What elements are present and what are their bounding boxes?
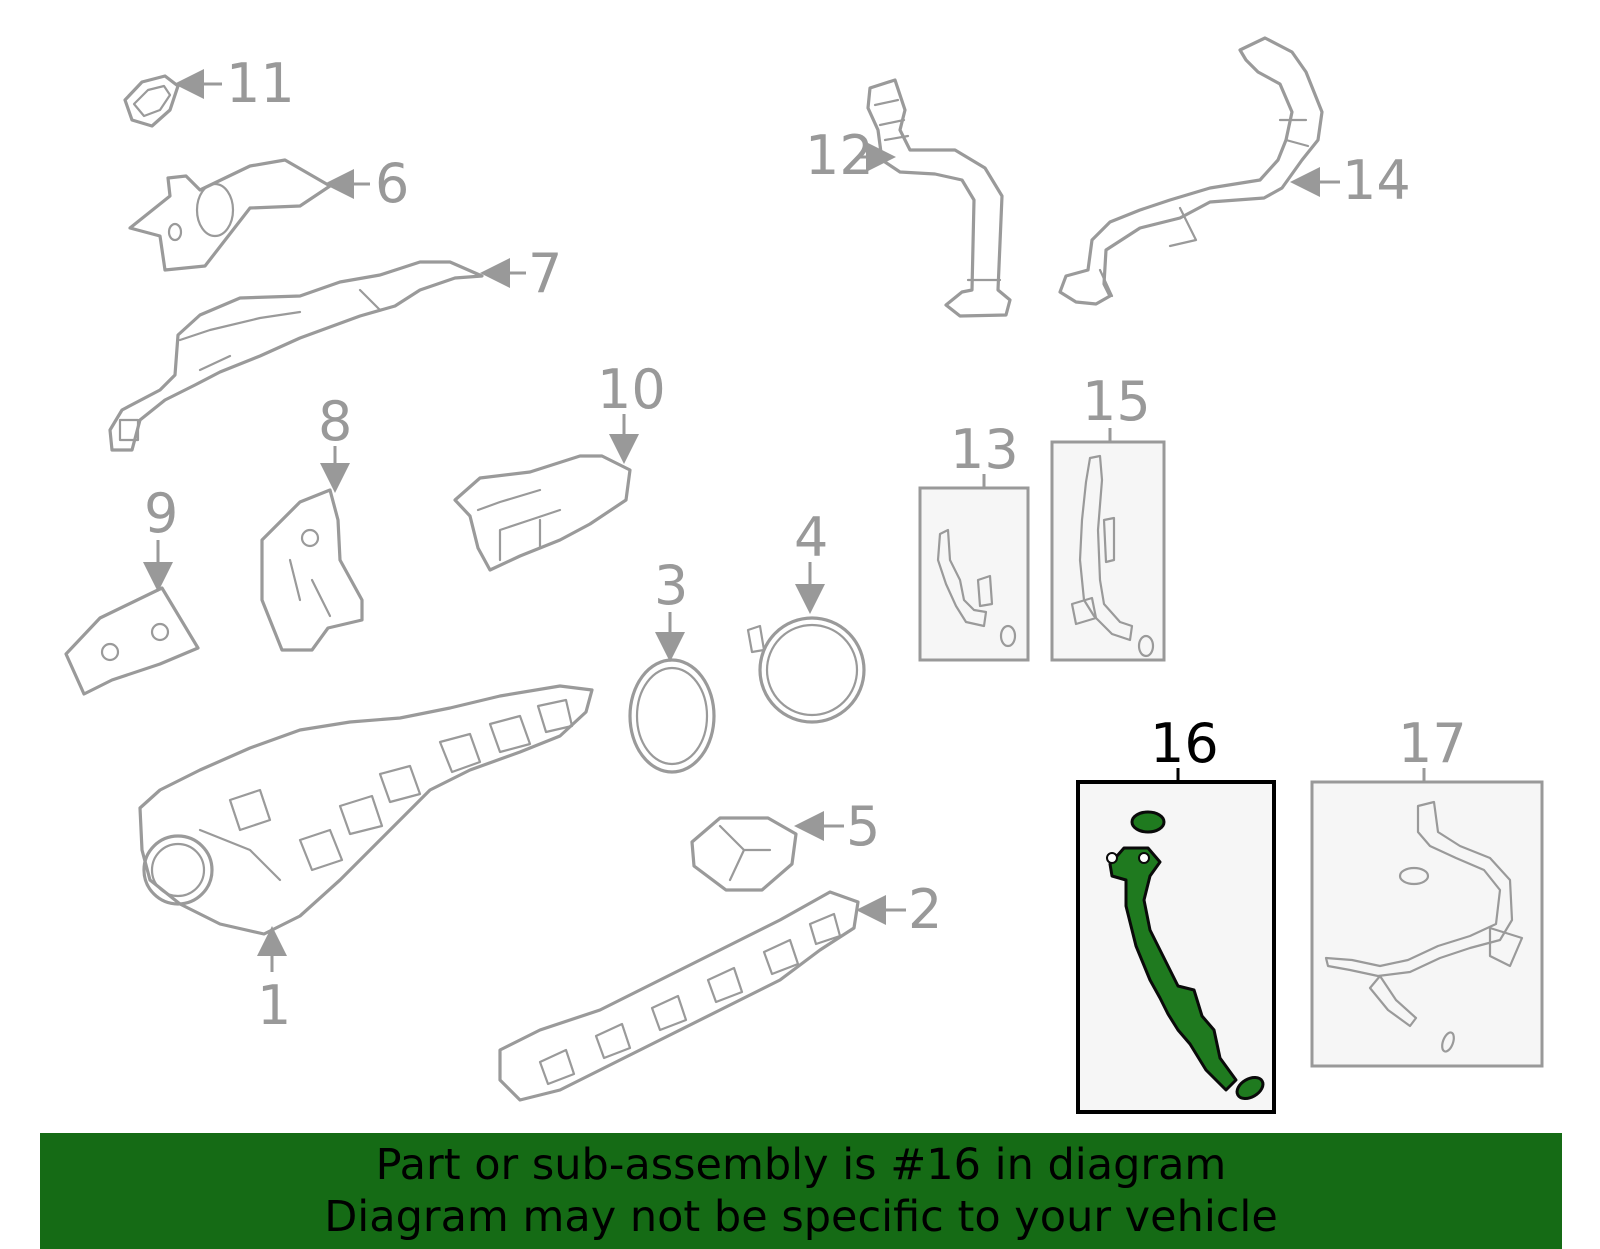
- banner-line-1: Part or sub-assembly is #16 in diagram: [375, 1140, 1227, 1190]
- part-16-oil-line[interactable]: [1108, 846, 1238, 1092]
- part-4-clamp[interactable]: [746, 616, 866, 724]
- callout-2[interactable]: 2: [908, 878, 942, 941]
- part-5-bracket[interactable]: [690, 816, 798, 892]
- part-10-heat-shield[interactable]: [453, 454, 632, 572]
- part-3-gasket[interactable]: [628, 658, 716, 774]
- banner-line-2: Diagram may not be specific to your vehi…: [324, 1192, 1278, 1242]
- callout-14[interactable]: 14: [1342, 149, 1411, 212]
- part-8-heat-shield[interactable]: [260, 488, 364, 652]
- part-2-manifold-gasket[interactable]: [498, 890, 860, 1102]
- callout-5[interactable]: 5: [846, 795, 880, 858]
- callout-12[interactable]: 12: [805, 124, 874, 187]
- callout-9[interactable]: 9: [144, 482, 178, 545]
- callout-11[interactable]: 11: [226, 52, 295, 115]
- callout-6[interactable]: 6: [375, 152, 409, 215]
- callout-3[interactable]: 3: [654, 554, 688, 617]
- callout-13[interactable]: 13: [950, 418, 1019, 481]
- part-1-turbo-manifold[interactable]: [138, 684, 594, 936]
- box-16-highlighted[interactable]: [1076, 780, 1276, 1114]
- callout-15[interactable]: 15: [1082, 370, 1151, 433]
- callout-16[interactable]: 16: [1150, 712, 1219, 775]
- part-6-heat-shield[interactable]: [128, 158, 332, 272]
- callout-7[interactable]: 7: [528, 242, 562, 305]
- part-12-hose[interactable]: [866, 78, 1012, 318]
- callout-10[interactable]: 10: [597, 358, 666, 421]
- callout-17[interactable]: 17: [1398, 712, 1467, 775]
- callout-8[interactable]: 8: [318, 390, 352, 453]
- box-15[interactable]: [1050, 440, 1166, 662]
- part-7-heat-shield[interactable]: [108, 260, 484, 452]
- info-banner: Part or sub-assembly is #16 in diagram D…: [40, 1133, 1562, 1249]
- box-17[interactable]: [1310, 780, 1544, 1068]
- part-16-o-ring-bottom[interactable]: [1233, 1073, 1266, 1103]
- callout-1[interactable]: 1: [257, 974, 291, 1037]
- callout-4[interactable]: 4: [794, 506, 828, 569]
- part-14-hose[interactable]: [1058, 36, 1324, 306]
- part-16-o-ring-top[interactable]: [1130, 810, 1166, 834]
- part-11-cap[interactable]: [123, 74, 180, 128]
- part-9-heat-shield[interactable]: [64, 586, 200, 696]
- box-13[interactable]: [918, 486, 1030, 662]
